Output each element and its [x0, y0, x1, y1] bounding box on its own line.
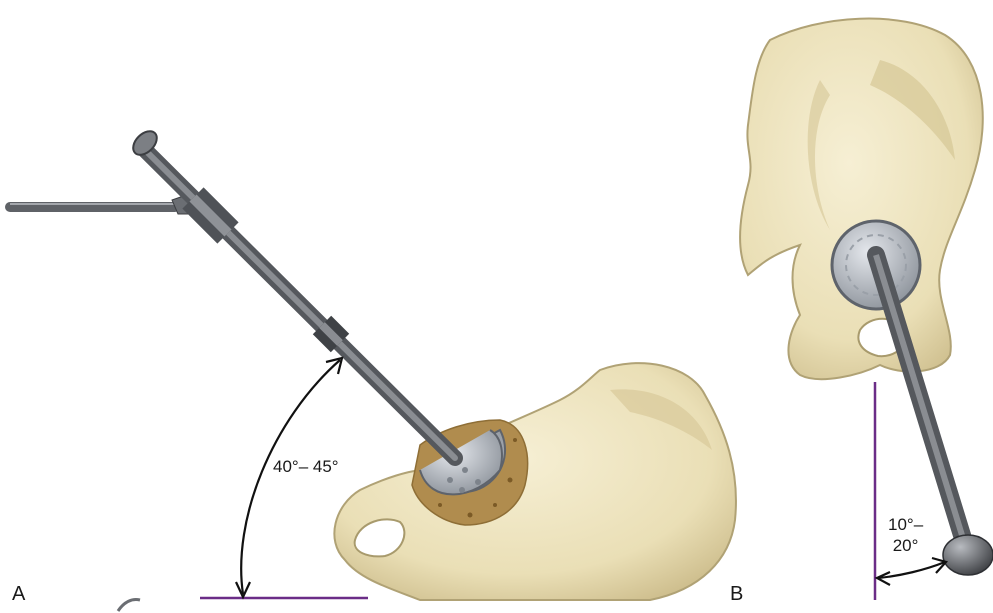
pelvis-bone-b — [740, 19, 983, 380]
angle-label-b-line1: 10°– — [888, 514, 923, 535]
angle-arc-b — [878, 562, 945, 578]
panel-a — [10, 127, 736, 611]
cup-inserter-a — [10, 127, 455, 458]
angle-label-a: 40°– 45° — [273, 458, 339, 475]
panel-label-b: B — [730, 584, 743, 604]
partial-instrument-fragment — [118, 599, 140, 611]
angle-arc-a — [241, 360, 340, 594]
inserter-handle-knob-b — [943, 535, 993, 575]
angle-label-b-line2: 20° — [888, 535, 923, 556]
angle-label-b: 10°– 20° — [888, 514, 923, 556]
panel-label-a: A — [12, 584, 25, 604]
panel-b — [740, 19, 993, 600]
